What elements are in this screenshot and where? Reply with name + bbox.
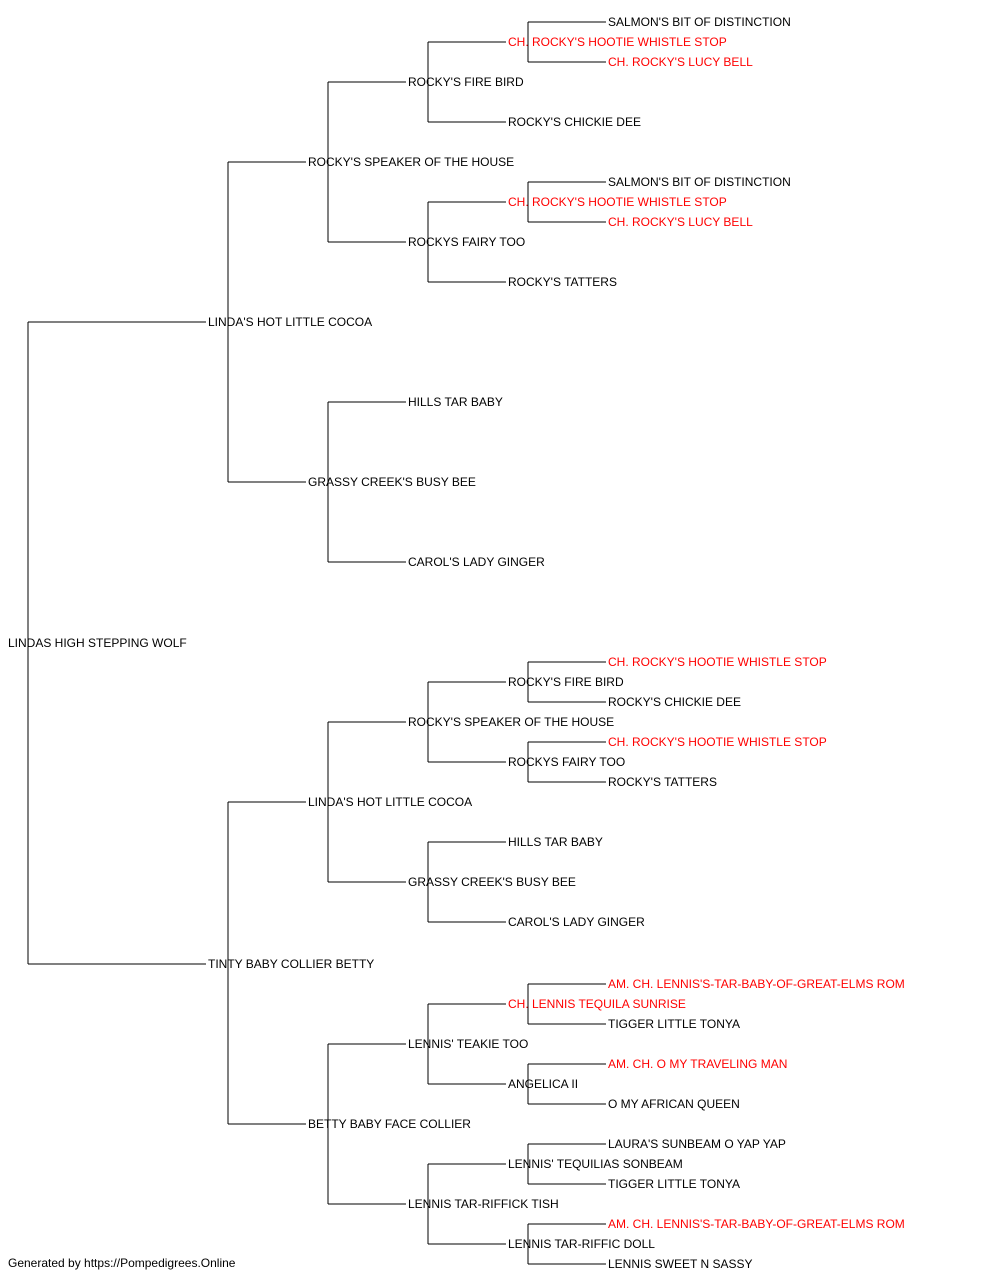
dog-name: LINDAS HIGH STEPPING WOLF	[8, 636, 187, 650]
dog-name: HILLS TAR BABY	[508, 835, 603, 849]
dog-name: ROCKY'S TATTERS	[608, 775, 717, 789]
footer-credit: Generated by https://Pompedigrees.Online	[8, 1256, 236, 1270]
dog-name: ROCKY'S FIRE BIRD	[408, 75, 524, 89]
dog-name: ROCKYS FAIRY TOO	[508, 755, 625, 769]
dog-name: ROCKY'S CHICKIE DEE	[508, 115, 641, 129]
dog-name-champion: CH. ROCKY'S HOOTIE WHISTLE STOP	[508, 35, 727, 49]
dog-name: CAROL'S LADY GINGER	[508, 915, 645, 929]
dog-name: LENNIS' TEQUILIAS SONBEAM	[508, 1157, 683, 1171]
dog-name-champion: AM. CH. LENNIS'S-TAR-BABY-OF-GREAT-ELMS …	[608, 977, 905, 991]
dog-name: BETTY BABY FACE COLLIER	[308, 1117, 471, 1131]
dog-name: LINDA'S HOT LITTLE COCOA	[208, 315, 372, 329]
dog-name: SALMON'S BIT OF DISTINCTION	[608, 15, 791, 29]
dog-name: LENNIS' TEAKIE TOO	[408, 1037, 528, 1051]
dog-name: LENNIS TAR-RIFFICK TISH	[408, 1197, 559, 1211]
dog-name-champion: CH. ROCKY'S LUCY BELL	[608, 215, 753, 229]
dog-name: LENNIS TAR-RIFFIC DOLL	[508, 1237, 655, 1251]
dog-name: ROCKY'S CHICKIE DEE	[608, 695, 741, 709]
dog-name-champion: CH. ROCKY'S HOOTIE WHISTLE STOP	[608, 735, 827, 749]
dog-name: ROCKY'S TATTERS	[508, 275, 617, 289]
dog-name: ROCKY'S FIRE BIRD	[508, 675, 624, 689]
dog-name: SALMON'S BIT OF DISTINCTION	[608, 175, 791, 189]
dog-name: LINDA'S HOT LITTLE COCOA	[308, 795, 472, 809]
dog-name: GRASSY CREEK'S BUSY BEE	[308, 475, 476, 489]
dog-name: O MY AFRICAN QUEEN	[608, 1097, 740, 1111]
dog-name: TINTY BABY COLLIER BETTY	[208, 957, 374, 971]
dog-name-champion: AM. CH. O MY TRAVELING MAN	[608, 1057, 787, 1071]
dog-name: TIGGER LITTLE TONYA	[608, 1017, 740, 1031]
dog-name-champion: CH. ROCKY'S HOOTIE WHISTLE STOP	[508, 195, 727, 209]
dog-name: ROCKYS FAIRY TOO	[408, 235, 525, 249]
dog-name: LENNIS SWEET N SASSY	[608, 1257, 753, 1271]
dog-name: ROCKY'S SPEAKER OF THE HOUSE	[408, 715, 614, 729]
dog-name: HILLS TAR BABY	[408, 395, 503, 409]
dog-name-champion: CH. ROCKY'S HOOTIE WHISTLE STOP	[608, 655, 827, 669]
dog-name: ROCKY'S SPEAKER OF THE HOUSE	[308, 155, 514, 169]
dog-name-champion: CH. LENNIS TEQUILA SUNRISE	[508, 997, 686, 1011]
dog-name-champion: CH. ROCKY'S LUCY BELL	[608, 55, 753, 69]
dog-name: TIGGER LITTLE TONYA	[608, 1177, 740, 1191]
dog-name: CAROL'S LADY GINGER	[408, 555, 545, 569]
dog-name-champion: AM. CH. LENNIS'S-TAR-BABY-OF-GREAT-ELMS …	[608, 1217, 905, 1231]
dog-name: GRASSY CREEK'S BUSY BEE	[408, 875, 576, 889]
dog-name: ANGELICA II	[508, 1077, 578, 1091]
dog-name: LAURA'S SUNBEAM O YAP YAP	[608, 1137, 786, 1151]
